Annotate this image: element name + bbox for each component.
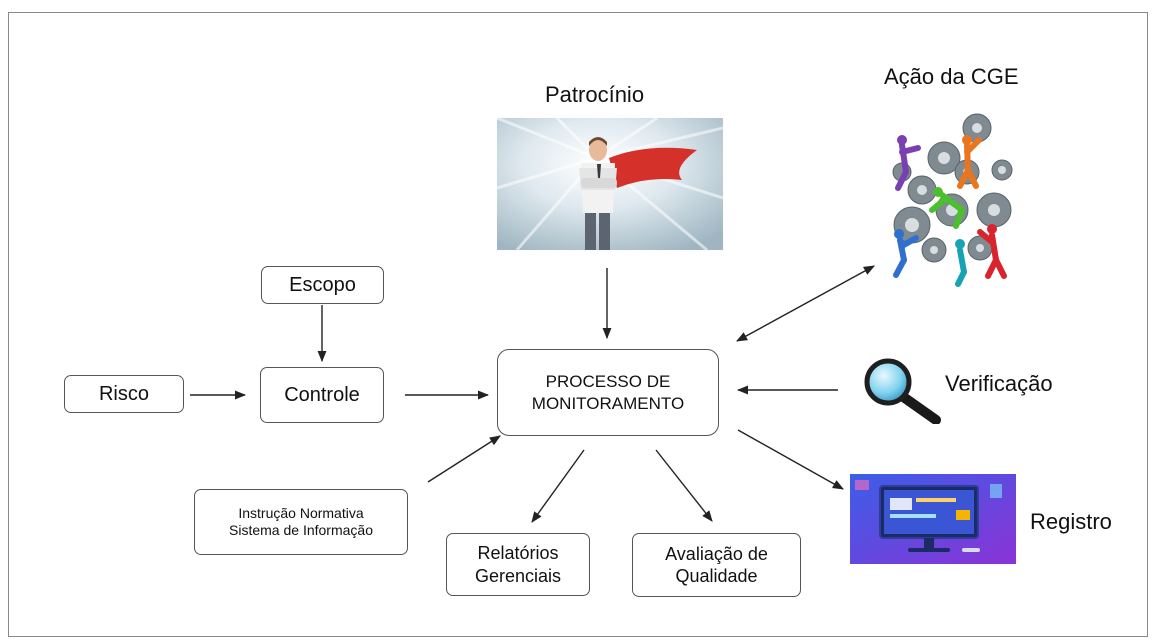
patrocinio-label: Patrocínio — [545, 82, 645, 107]
arrow-processo-relatorios — [531, 449, 585, 523]
instrucao-label-line2: Sistema de Informação — [229, 522, 373, 538]
avaliacao-box: Avaliação de Qualidade — [632, 533, 801, 597]
controle-label: Controle — [284, 383, 360, 406]
acao-cge-label: Ação da CGE — [884, 64, 1019, 89]
arrow-processo-acao — [736, 265, 875, 342]
avaliacao-label-line1: Avaliação de — [665, 543, 768, 564]
relatorios-box: Relatórios Gerenciais — [446, 533, 590, 596]
verificacao-label: Verificação — [945, 371, 1053, 396]
instrucao-box: Instrução Normativa Sistema de Informaçã… — [194, 489, 408, 555]
relatorios-label-line1: Relatórios — [477, 543, 559, 563]
arrow-instrucao-processo — [427, 435, 501, 483]
relatorios-label-line2: Gerenciais — [474, 565, 562, 586]
registro-label: Registro — [1030, 509, 1112, 534]
superhero-businessman-image — [497, 118, 723, 250]
magnifying-glass-icon — [864, 358, 944, 424]
escopo-label: Escopo — [289, 273, 356, 296]
escopo-box: Escopo — [261, 266, 384, 304]
risco-label: Risco — [98, 382, 149, 405]
avaliacao-label-line2: Qualidade — [675, 566, 758, 586]
processo-label-line1: PROCESSO DE — [545, 372, 671, 392]
arrow-processo-registro — [737, 429, 844, 490]
arrow-processo-avaliacao — [655, 449, 713, 522]
diagram-frame — [8, 12, 1148, 637]
processo-label-line2: MONITORAMENTO — [531, 393, 685, 413]
processo-box: PROCESSO DE MONITORAMENTO — [497, 349, 719, 436]
controle-box: Controle — [260, 367, 384, 423]
risco-box: Risco — [64, 375, 184, 413]
instrucao-label-line1: Instrução Normativa — [238, 504, 364, 521]
computer-screen-image — [850, 474, 1016, 564]
gears-teamwork-image — [882, 100, 1024, 290]
